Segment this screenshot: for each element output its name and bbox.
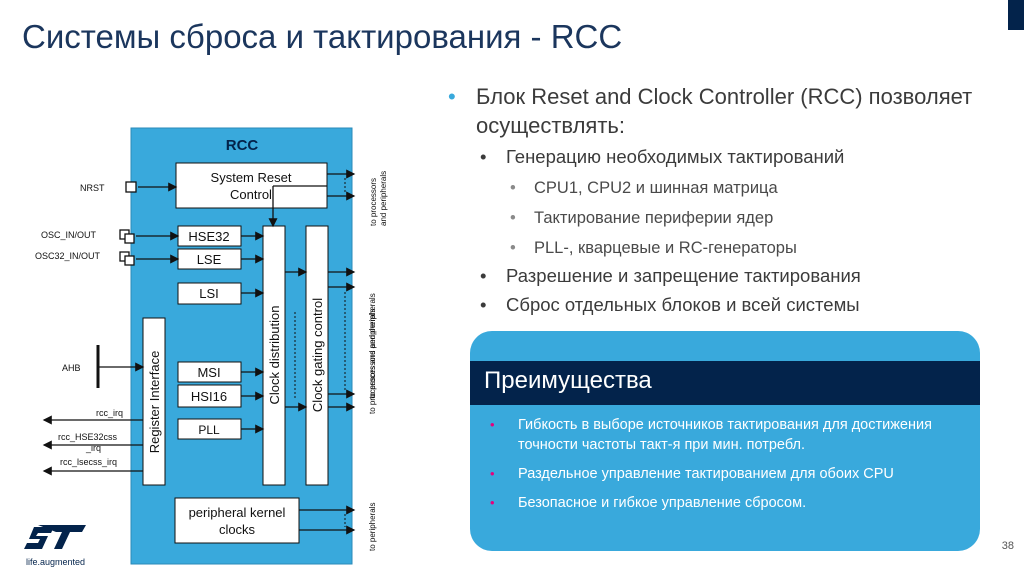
osc-out-pin	[124, 233, 135, 244]
bullet-dot: •	[448, 84, 456, 109]
bullet-list: •Блок Reset and Clock Controller (RCC) п…	[448, 82, 1008, 317]
bullet-sub1: •Генерацию необходимых тактирований	[480, 146, 845, 167]
pll-label: PLL	[198, 423, 220, 437]
advantages-box: Преимущества •Гибкость в выборе источник…	[470, 331, 980, 551]
st-logo: life.augmented	[24, 523, 94, 571]
st-logo-icon: life.augmented	[24, 525, 86, 567]
bullet-dot: •	[510, 179, 516, 197]
out-reset-label-2: and peripherals	[379, 171, 388, 226]
rcc-block-diagram: RCC System Reset Control HSE32 LSE LSI M…	[35, 127, 388, 565]
rcc-block-title: RCC	[226, 137, 259, 154]
bullet-dot: •	[490, 417, 495, 432]
bullet-dot: •	[490, 466, 495, 481]
out-periph-label: to peripherals	[368, 503, 377, 551]
ahb-label: AHB	[62, 363, 81, 373]
bullet-sub1-item: •PLL-, кварцевые и RC-генераторы	[510, 239, 797, 257]
bullet-dot: •	[480, 146, 487, 167]
advantages-list: •Гибкость в выборе источников тактирован…	[470, 415, 980, 522]
clock-gating-box	[305, 225, 329, 486]
bullet-dot: •	[510, 239, 516, 257]
hsi16-label: HSI16	[191, 389, 227, 404]
bullet-main: •Блок Reset and Clock Controller (RCC) п…	[448, 84, 973, 138]
osc32-in-out-label: OSC32_IN/OUT	[35, 251, 101, 261]
msi-label: MSI	[197, 365, 220, 380]
out-bottom-label: to processors and peripherals	[368, 309, 377, 414]
advantage-item: •Безопасное и гибкое управление сбросом.	[490, 495, 807, 511]
peripheral-kernel-label-1: peripheral kernel	[189, 505, 286, 520]
nrst-label: NRST	[80, 183, 105, 193]
corner-accent	[1008, 0, 1024, 30]
advantage-item: •Раздельное управление тактированием для…	[490, 466, 894, 482]
register-interface-label: Register Interface	[147, 351, 162, 454]
advantage-item: •Гибкость в выборе источников тактирован…	[490, 417, 932, 453]
bullet-dot: •	[480, 294, 487, 315]
bullet-sub1-item: •CPU1, CPU2 и шинная матрица	[510, 179, 778, 197]
page-number: 38	[1001, 540, 1014, 552]
rcc-irq-label: rcc_irq	[96, 408, 123, 418]
register-interface-box	[142, 317, 166, 486]
peripheral-kernel-box	[174, 497, 300, 544]
system-reset-label-2: Control	[230, 187, 272, 202]
bullet-dot: •	[510, 209, 516, 227]
clock-distribution-label: Clock distribution	[267, 306, 282, 405]
system-reset-label-1: System Reset	[211, 170, 292, 185]
bullet-sub1-item: •Тактирование периферии ядер	[510, 209, 774, 227]
slide-title: Системы сброса и тактирования - RCC	[22, 18, 623, 55]
osc32-out-pin	[124, 255, 135, 266]
out-mid-label: to processors and peripherals	[368, 293, 377, 398]
bullet-sub2: •Разрешение и запрещение тактирования	[480, 265, 861, 286]
rcc-hse32css-label-1: rcc_HSE32css	[58, 432, 118, 442]
bullet-dot: •	[490, 495, 495, 510]
rcc-hse32css-label-2: _irq	[85, 443, 101, 453]
nrst-pin	[125, 181, 137, 193]
lse-label: LSE	[197, 252, 222, 267]
lsi-label: LSI	[199, 286, 219, 301]
advantages-header: Преимущества	[470, 361, 980, 405]
out-reset-label-1: to processors	[369, 178, 378, 226]
peripheral-kernel-label-2: clocks	[219, 522, 256, 537]
rcc-lsecss-label: rcc_lsecss_irq	[60, 457, 117, 467]
osc-in-out-label: OSC_IN/OUT	[41, 230, 97, 240]
advantages-title: Преимущества	[484, 367, 652, 394]
clock-gating-label: Clock gating control	[310, 298, 325, 412]
hse32-label: HSE32	[188, 229, 229, 244]
bullet-sub3: •Сброс отдельных блоков и всей системы	[480, 294, 860, 315]
logo-tagline: life.augmented	[26, 557, 85, 567]
bullet-dot: •	[480, 265, 487, 286]
